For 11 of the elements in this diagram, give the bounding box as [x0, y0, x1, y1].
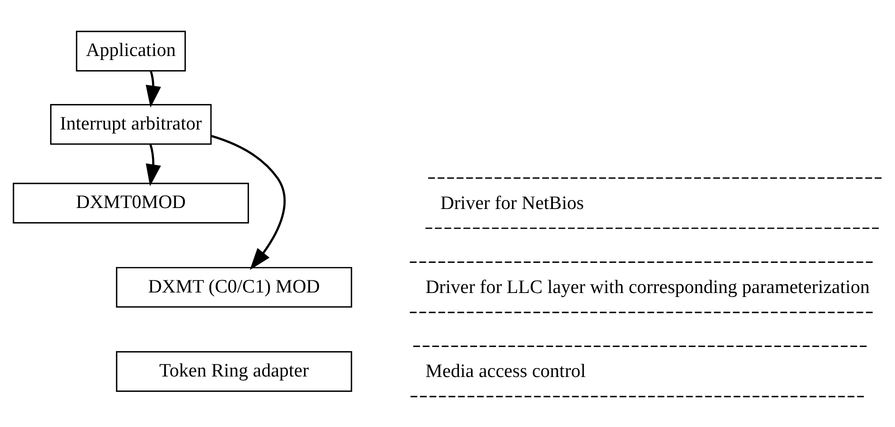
- node-box: Application: [76, 30, 186, 71]
- node-box: Interrupt arbitrator: [50, 104, 212, 144]
- label: Driver for NetBios: [440, 192, 584, 214]
- label: Media access control: [425, 360, 586, 382]
- node-box: Token Ring adapter: [116, 350, 352, 392]
- label: Driver for LLC layer with corresponding parameterization: [425, 276, 870, 298]
- node-box: DXMT (C0/C1) MOD: [116, 266, 352, 308]
- arrow: [146, 70, 161, 108]
- node-box: DXMT0MOD: [12, 182, 249, 223]
- arrow: [146, 143, 162, 186]
- arrow: [210, 134, 286, 270]
